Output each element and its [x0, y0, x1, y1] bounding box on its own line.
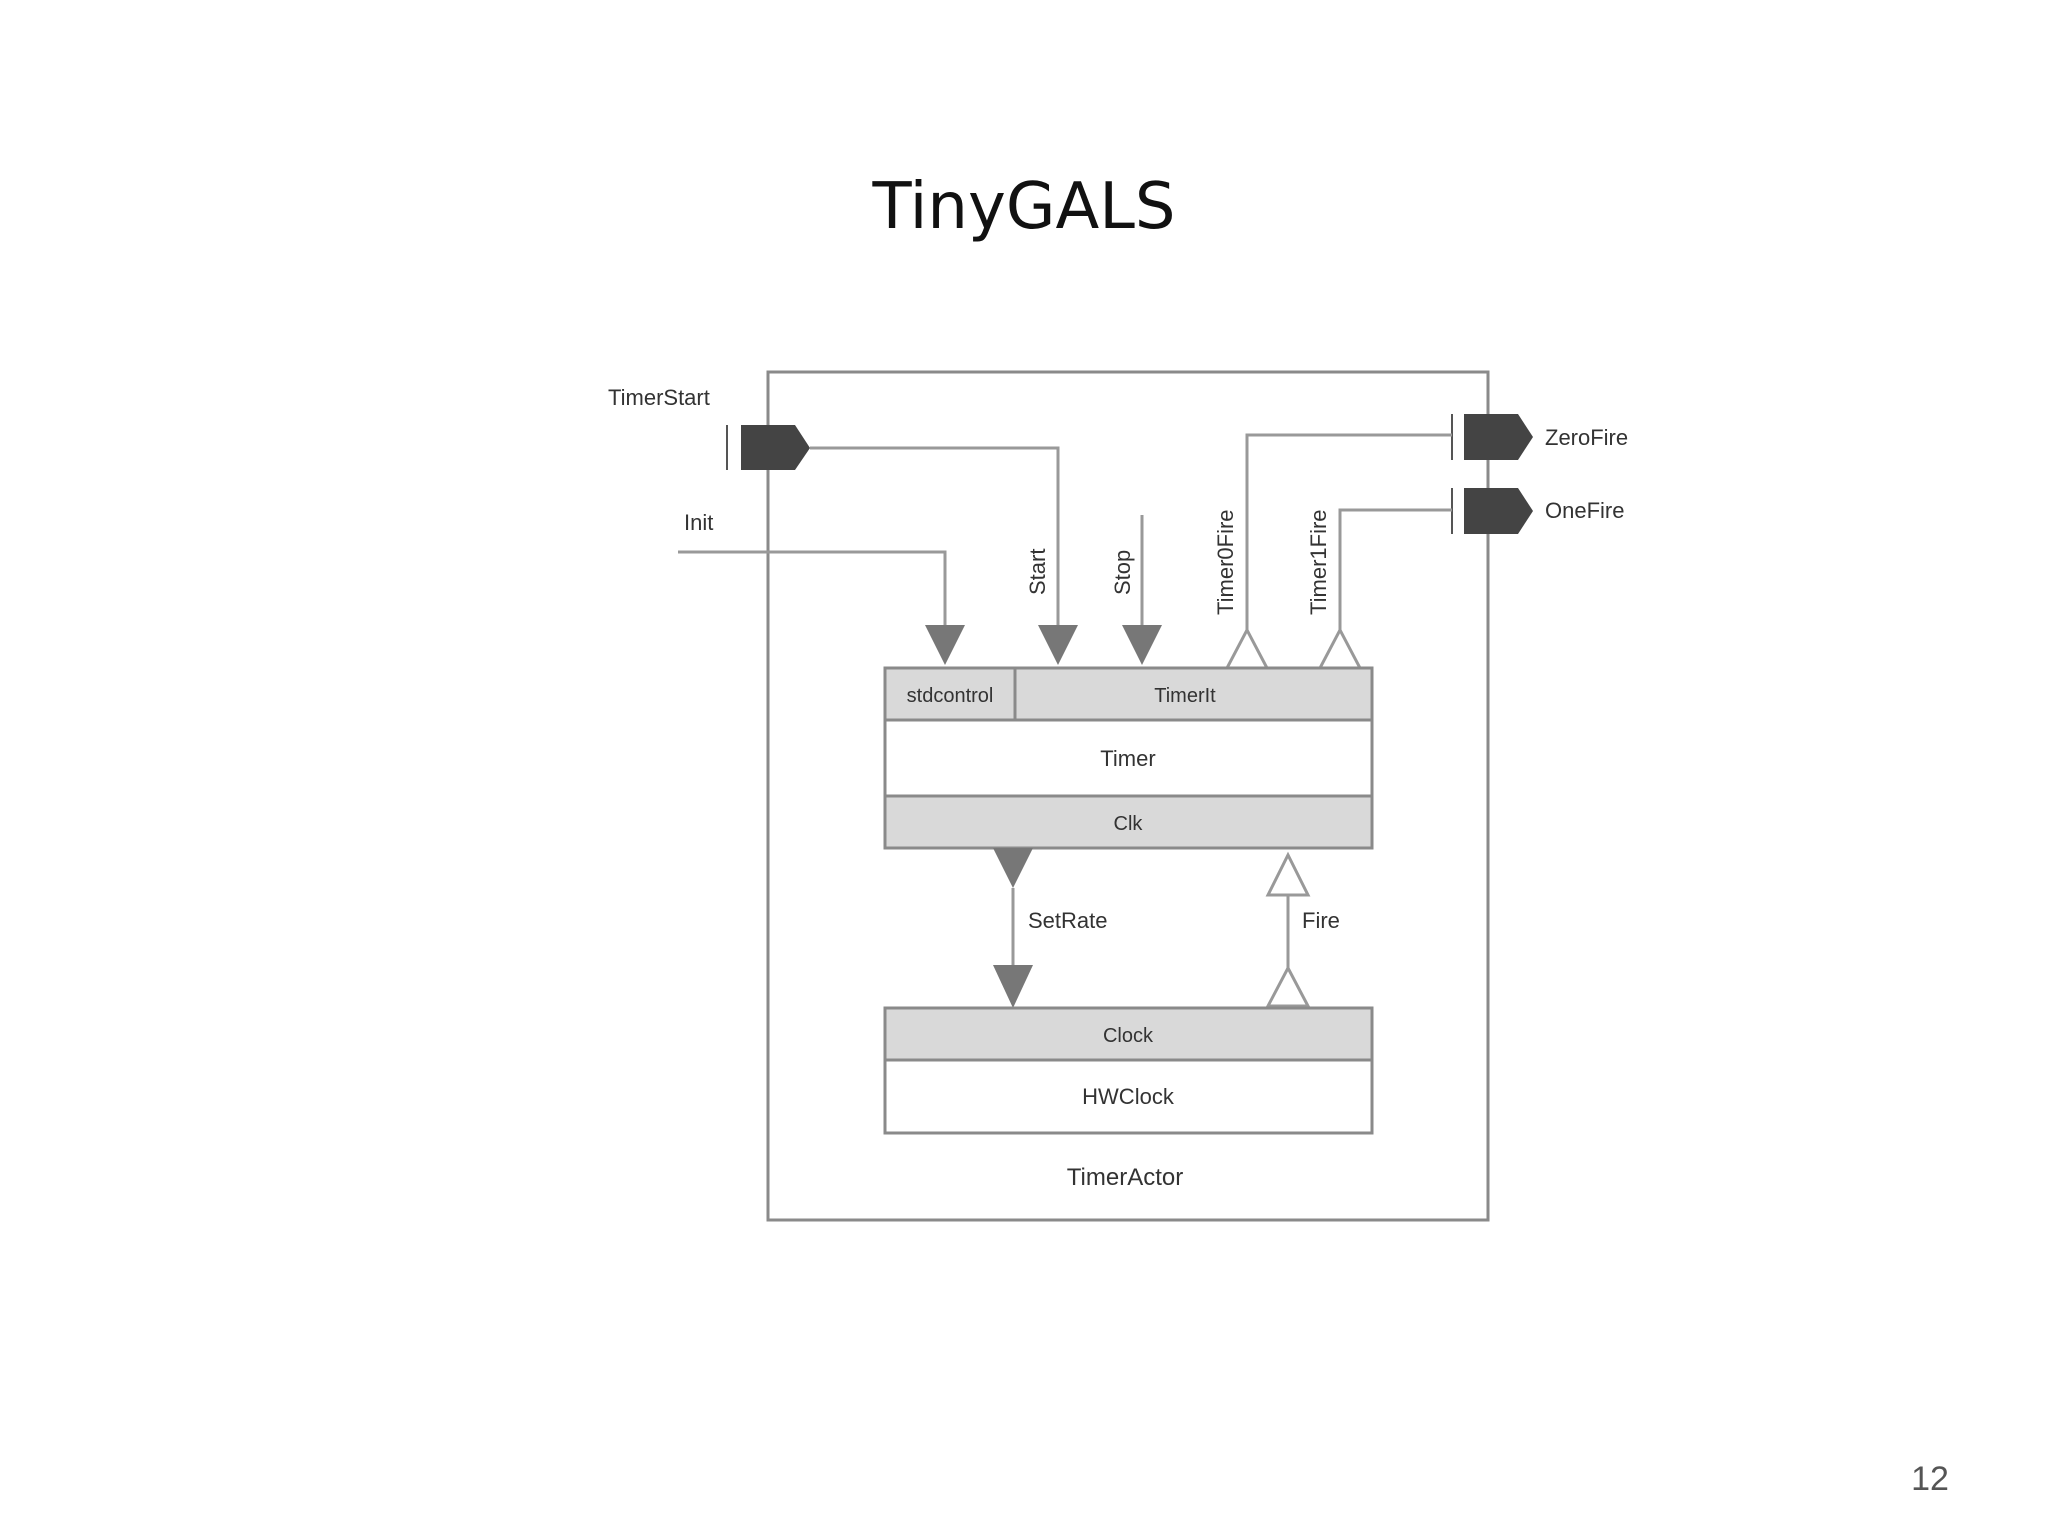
page-number: 12: [1911, 1460, 1949, 1498]
timer0-fire-arrow: [1224, 626, 1270, 670]
timer-it-label: TimerIt: [1154, 685, 1216, 707]
timer-component-label: Timer: [1100, 746, 1155, 771]
zero-fire-port-label: ZeroFire: [1545, 425, 1628, 450]
timer-start-port-label: TimerStart: [608, 385, 710, 410]
stop-arrow: [1122, 625, 1162, 665]
init-port-label: Init: [684, 510, 713, 535]
fire-bottom-arrow: [1265, 964, 1311, 1008]
slide-title: TinyGALS: [872, 170, 1176, 244]
timer1-fire-arrow: [1317, 626, 1363, 670]
zero-fire-port: [1464, 414, 1533, 460]
clock-interface: [883, 1006, 1374, 1062]
one-fire-port-label: OneFire: [1545, 498, 1624, 523]
timer-it-interface: [1013, 666, 1374, 722]
start-arrow: [1038, 625, 1078, 665]
stdcontrol-interface: [883, 666, 1017, 722]
fire-top-arrow: [1265, 851, 1311, 897]
stdcontrol-label: stdcontrol: [907, 685, 994, 707]
timer1-fire-signal-label: Timer1Fire: [1306, 509, 1331, 615]
stop-signal-label: Stop: [1110, 550, 1135, 595]
set-rate-bottom-arrow: [993, 965, 1033, 1008]
fire-signal-label: Fire: [1302, 908, 1340, 933]
init-wire: [678, 550, 947, 625]
set-rate-top-arrow: [993, 848, 1033, 888]
clk-interface: [883, 794, 1374, 850]
set-rate-signal-label: SetRate: [1028, 908, 1108, 933]
hwclock-label: HWClock: [1082, 1084, 1175, 1109]
timer0-fire-signal-label: Timer0Fire: [1213, 509, 1238, 615]
timer-actor-frame: [766, 370, 1490, 1222]
clock-interface-label: Clock: [1103, 1025, 1154, 1047]
timer-actor-label: TimerActor: [1067, 1164, 1183, 1191]
one-fire-port: [1464, 488, 1533, 534]
start-signal-label: Start: [1025, 549, 1050, 595]
one-fire-wire: [1338, 508, 1452, 630]
zero-fire-wire: [1245, 433, 1452, 630]
timer-start-wire: [810, 446, 1060, 625]
clk-label: Clk: [1114, 813, 1144, 835]
timer-start-port: [741, 425, 810, 470]
init-arrow: [925, 625, 965, 665]
